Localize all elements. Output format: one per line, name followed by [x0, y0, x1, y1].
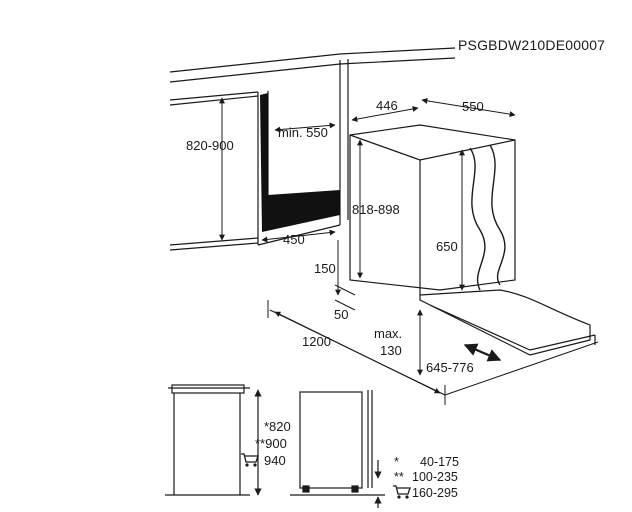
dimension-lines — [219, 97, 599, 405]
toe-kick-depth-label: 50 — [334, 307, 349, 322]
door-open-depth-label: 1200 — [302, 334, 331, 349]
niche-height-label: 820-900 — [186, 138, 234, 153]
cart-icon — [241, 453, 259, 467]
niche-depth-label: min. 550 — [278, 125, 328, 140]
note-value-1: 40-175 — [420, 455, 459, 469]
drawing-code: PSGBDW210DE00007 — [458, 37, 606, 53]
appliance-width-label: 446 — [376, 98, 398, 113]
appliance-height-label: 818-898 — [352, 202, 400, 217]
side-height-2: **900 — [255, 436, 287, 451]
note-mark-1: * — [394, 455, 399, 469]
plinth-max-label: max. — [374, 326, 403, 341]
dishwasher-door-open — [419, 289, 596, 356]
door-offset-label: 645-776 — [426, 360, 474, 375]
niche-width-label: 450 — [283, 232, 305, 247]
appliance-depth-label: 550 — [462, 99, 484, 114]
niche-back-panel — [260, 93, 340, 232]
note-value-3: 160-295 — [412, 486, 458, 500]
plinth-max-value: 130 — [380, 343, 402, 358]
dishwasher-body — [349, 124, 516, 295]
niche-floor — [268, 190, 340, 212]
side-height-1: *820 — [264, 419, 291, 434]
side-height-3: 940 — [264, 453, 286, 468]
cart-icon-note — [393, 485, 411, 499]
toe-kick-height-label: 150 — [314, 261, 336, 276]
note-mark-2: ** — [394, 470, 404, 484]
note-value-2: 100-235 — [412, 470, 458, 484]
door-height-label: 650 — [436, 239, 458, 254]
side-view — [165, 384, 385, 508]
